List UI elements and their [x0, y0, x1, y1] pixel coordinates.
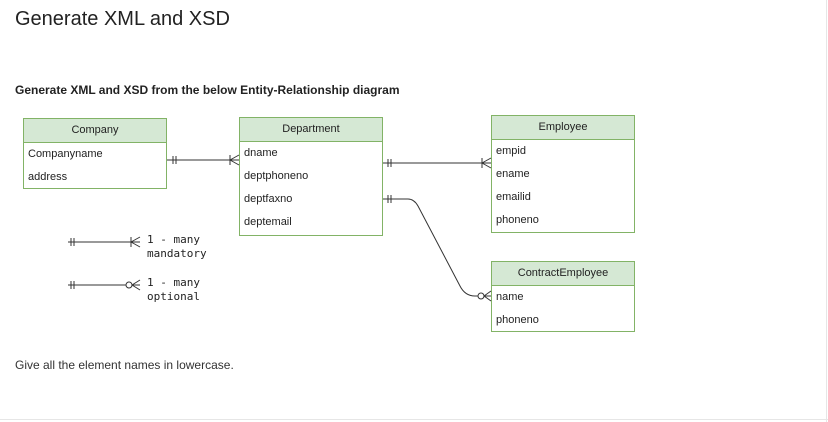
legend-optional-line2: optional	[147, 290, 200, 303]
attribute-name: name	[496, 291, 524, 303]
legend-optional-line1: 1 - many	[147, 276, 200, 289]
entity-company: Company Companyname address	[23, 118, 167, 189]
right-divider	[826, 0, 827, 422]
attribute-deptphoneno: deptphoneno	[244, 170, 309, 182]
attribute-contract-phoneno: phoneno	[496, 314, 539, 326]
attribute-deptemail: deptemail	[244, 216, 292, 228]
instruction-text: Give all the element names in lowercase.	[15, 358, 234, 372]
attribute-ename: ename	[496, 168, 530, 180]
attribute-address: address	[28, 171, 68, 183]
legend-optional-symbol	[68, 279, 141, 291]
entity-employee-header: Employee	[492, 116, 634, 140]
entity-department-header: Department	[240, 118, 382, 142]
legend-mandatory-symbol	[68, 236, 141, 248]
attribute-companyname: Companyname	[28, 148, 103, 160]
attribute-employee-phoneno: phoneno	[496, 214, 539, 226]
attribute-deptfaxno: deptfaxno	[244, 193, 293, 205]
bottom-divider	[0, 419, 828, 420]
entity-employee: Employee empid ename emailid phoneno	[491, 115, 635, 233]
entity-company-header: Company	[24, 119, 166, 143]
attribute-emailid: emailid	[496, 191, 531, 203]
entity-contract-employee: ContractEmployee name phoneno	[491, 261, 635, 332]
department-contract-employee-connector	[383, 195, 492, 302]
legend-mandatory-line2: mandatory	[147, 247, 207, 260]
page-title: Generate XML and XSD	[15, 8, 230, 30]
legend-mandatory-line1: 1 - many	[147, 233, 200, 246]
attribute-dname: dname	[244, 147, 278, 159]
entity-contract-employee-header: ContractEmployee	[492, 262, 634, 286]
page-subtitle: Generate XML and XSD from the below Enti…	[15, 83, 400, 97]
attribute-empid: empid	[496, 145, 526, 157]
company-department-connector	[167, 154, 240, 166]
department-employee-connector	[383, 157, 492, 169]
entity-department: Department dname deptphoneno deptfaxno d…	[239, 117, 383, 236]
